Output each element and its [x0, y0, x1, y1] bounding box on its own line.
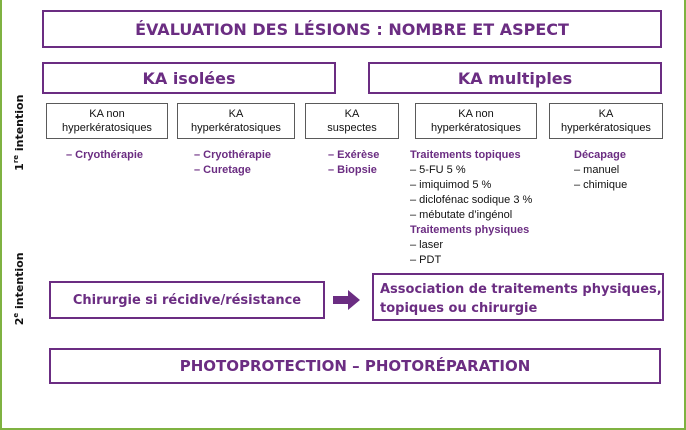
category-box: KA non hyperkératosiques: [46, 103, 168, 139]
title-text: ÉVALUATION DES LÉSIONS : NOMBRE ET ASPEC…: [135, 19, 569, 39]
treatment-item: – mébutate d’ingénol: [410, 209, 513, 221]
treatment-item: – Curetage: [194, 164, 251, 176]
category-line: KA non: [458, 108, 494, 120]
treatment-item: – laser: [410, 239, 444, 251]
treatment-col-4: Traitements topiques – 5-FU 5 % – imiqui…: [410, 148, 532, 268]
treatment-item: – chimique: [574, 179, 628, 191]
category-box: KA suspectes: [305, 103, 399, 139]
treatment-col-3: – Exérèse – Biopsie: [328, 148, 379, 178]
second-line-left-text: Chirurgie si récidive/résistance: [72, 292, 302, 308]
treatment-item: – 5-FU 5 %: [410, 164, 466, 176]
category-box: KA hyperkératosiques: [177, 103, 295, 139]
group-ka-isolees-label: KA isolées: [142, 68, 236, 88]
category-line: KA: [228, 108, 244, 120]
treatment-item: – manuel: [574, 164, 620, 176]
category-line: hyperkératosiques: [62, 122, 152, 134]
treatment-item: – PDT: [410, 254, 442, 266]
category-line: hyperkératosiques: [191, 122, 281, 134]
title-box: ÉVALUATION DES LÉSIONS : NOMBRE ET ASPEC…: [42, 10, 662, 48]
second-line-left-box: Chirurgie si récidive/résistance: [49, 281, 325, 319]
category-line: KA: [598, 108, 614, 120]
category-box: KA hyperkératosiques: [549, 103, 663, 139]
second-line-right-line: Association de traitements physiques,: [380, 282, 662, 297]
treatment-item: – Biopsie: [328, 164, 377, 176]
treatment-item: – Cryothérapie: [194, 149, 272, 161]
treatment-item: – imiquimod 5 %: [410, 179, 492, 191]
treatment-col-5: Décapage – manuel – chimique: [574, 148, 627, 193]
category-line: suspectes: [327, 122, 377, 134]
second-line-right-line: topiques ou chirurgie: [380, 301, 538, 316]
footer-text: PHOTOPROTECTION – PHOTORÉPARATION: [179, 357, 531, 375]
category-line: hyperkératosiques: [561, 122, 651, 134]
category-line: hyperkératosiques: [431, 122, 521, 134]
treatment-item: – Exérèse: [328, 149, 380, 161]
group-ka-multiples: KA multiples: [368, 62, 662, 94]
second-intention-label: 2e intention: [12, 252, 26, 326]
group-ka-multiples-label: KA multiples: [457, 68, 573, 88]
first-intention-label: 1re intention: [12, 94, 26, 171]
treatment-item: – Cryothérapie: [66, 149, 144, 161]
group-ka-isolees: KA isolées: [42, 62, 336, 94]
treatment-col-2: – Cryothérapie – Curetage: [194, 148, 271, 178]
footer-box: PHOTOPROTECTION – PHOTORÉPARATION: [49, 348, 661, 384]
arrow-right-icon: [333, 290, 360, 310]
category-box: KA non hyperkératosiques: [415, 103, 537, 139]
treatment-item: – diclofénac sodique 3 %: [410, 194, 533, 206]
decapage-title: Décapage: [574, 149, 626, 161]
second-line-right-box: Association de traitements physiques, to…: [372, 273, 664, 321]
physiques-title: Traitements physiques: [410, 224, 530, 236]
topiques-title: Traitements topiques: [410, 149, 521, 161]
treatment-col-1: – Cryothérapie: [66, 148, 143, 163]
category-line: KA: [344, 108, 360, 120]
category-line: KA non: [89, 108, 125, 120]
